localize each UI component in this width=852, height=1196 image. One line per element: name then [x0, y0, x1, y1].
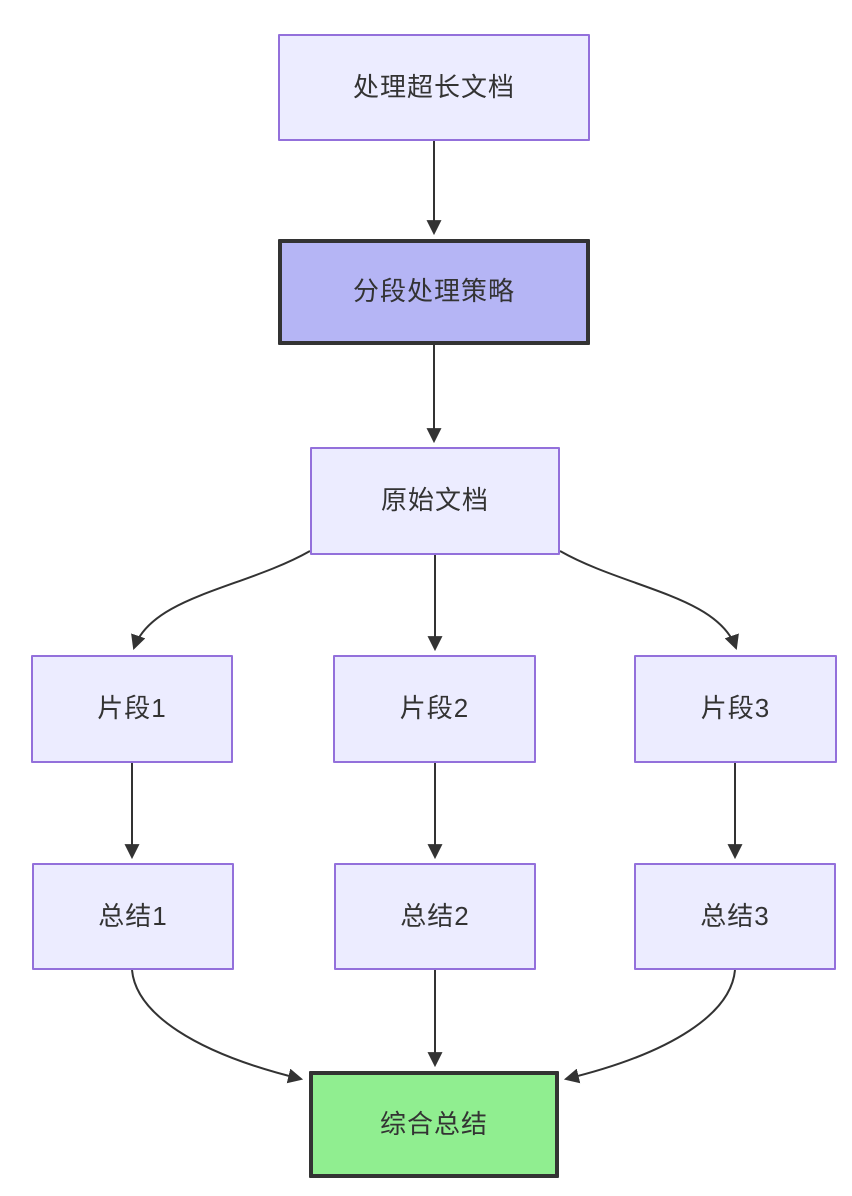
edge-original-to-fragment3: [559, 550, 739, 651]
node-summary-3-label: 总结3: [700, 900, 770, 931]
node-fragment-2: 片段2: [333, 655, 536, 763]
edge-summary3-to-final: [563, 969, 736, 1084]
node-fragment-3: 片段3: [634, 655, 837, 763]
node-strategy: 分段处理策略: [278, 239, 590, 345]
node-summary-1-label: 总结1: [98, 900, 168, 931]
node-summary-3: 总结3: [634, 863, 836, 970]
node-summary-2: 总结2: [334, 863, 536, 970]
edge-summary1-to-final: [131, 969, 304, 1084]
node-process-doc: 处理超长文档: [278, 34, 590, 141]
node-final-summary-label: 综合总结: [379, 1108, 488, 1139]
node-fragment-1-label: 片段1: [97, 693, 167, 724]
node-summary-2-label: 总结2: [400, 900, 470, 931]
node-original-doc-label: 原始文档: [380, 485, 489, 516]
node-summary-1: 总结1: [32, 863, 234, 970]
node-fragment-1: 片段1: [31, 655, 233, 763]
node-process-doc-label: 处理超长文档: [352, 71, 515, 102]
edge-original-to-fragment1: [131, 550, 311, 651]
node-fragment-2-label: 片段2: [399, 693, 470, 724]
node-original-doc: 原始文档: [310, 447, 560, 555]
node-final-summary: 综合总结: [309, 1071, 559, 1178]
node-strategy-label: 分段处理策略: [352, 276, 515, 307]
node-fragment-3-label: 片段3: [700, 693, 771, 724]
